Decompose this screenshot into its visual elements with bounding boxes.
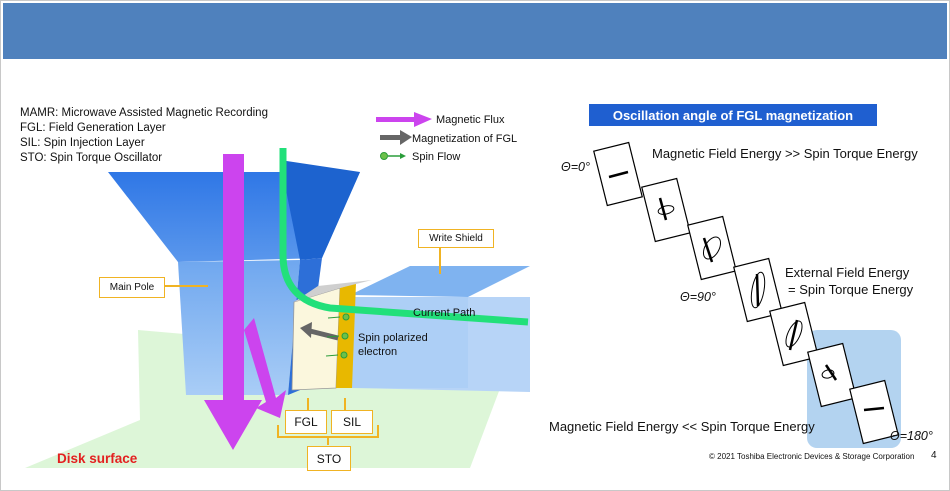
magnetization-arrow-3 <box>755 273 760 307</box>
oscillation-title: Oscillation angle of FGL magnetization <box>589 104 877 126</box>
energy-text-bottom: Magnetic Field Energy << Spin Torque Ene… <box>549 419 815 434</box>
theta-90-label: Θ=90° <box>680 290 716 304</box>
magnetization-arrow-0 <box>608 170 629 179</box>
abbreviation-mamr: MAMR: Microwave Assisted Magnetic Record… <box>20 107 268 119</box>
precession-ellipse-5 <box>821 369 835 379</box>
write-shield-label: Write Shield <box>418 229 494 248</box>
abbreviation-sil: SIL: Spin Injection Layer <box>20 137 145 149</box>
abbreviation-sto: STO: Spin Torque Oscillator <box>20 152 163 164</box>
fgl-label: FGL <box>285 410 327 434</box>
legend-spin-flow: Spin Flow <box>412 151 461 163</box>
electron-label: electron <box>358 346 398 358</box>
slide-header-band <box>3 3 947 59</box>
fgl-magnetization-arrowhead <box>300 322 312 338</box>
disk-surface-label: Disk surface <box>57 451 138 466</box>
fgl-cell-1 <box>641 177 691 243</box>
magnetic-flux-branch <box>244 318 286 418</box>
magnetization-arrow-5 <box>824 364 838 381</box>
magnetization-arrow-6 <box>863 406 885 412</box>
legend-flux-arrowhead <box>414 112 432 127</box>
legend-fgl-arrowhead <box>400 130 412 145</box>
main-pole-side <box>280 160 360 260</box>
sil-label: SIL <box>331 410 373 434</box>
theta-180-label: Θ=180° <box>890 429 933 443</box>
magnetization-arrow-1 <box>658 197 668 221</box>
write-shield-top <box>350 266 530 297</box>
spin-polarized-label: Spin polarized <box>358 332 428 344</box>
write-shield-face <box>350 297 468 388</box>
current-path-label: Current Path <box>413 307 476 319</box>
magnetization-arrow-4 <box>788 319 799 351</box>
legend-spin-icon <box>380 152 406 160</box>
legend-magnetization-fgl: Magnetization of FGL <box>412 133 518 145</box>
legend-fgl-icon <box>380 135 402 140</box>
page-number: 4 <box>931 450 937 461</box>
copyright-text: © 2021 Toshiba Electronic Devices & Stor… <box>709 452 915 461</box>
spin-flow-marks <box>325 313 350 359</box>
fgl-cell-2 <box>687 215 737 281</box>
current-path-line <box>279 148 529 326</box>
label-connectors <box>163 246 441 445</box>
abbreviation-fgl: FGL: Field Generation Layer <box>20 122 166 134</box>
precession-ellipse-2 <box>702 236 722 260</box>
energy-text-mid-1: External Field Energy <box>785 265 910 280</box>
precession-ellipse-4 <box>785 320 803 348</box>
sto-label: STO <box>307 446 351 471</box>
precession-ellipse-3 <box>750 271 766 309</box>
energy-text-mid-2: = Spin Torque Energy <box>788 282 914 297</box>
magnetic-flux-arrow-shaft <box>223 154 244 404</box>
energy-text-top: Magnetic Field Energy >> Spin Torque Ene… <box>652 146 918 161</box>
legend-flux-icon <box>376 117 416 122</box>
theta-0-label: Θ=0° <box>561 160 590 174</box>
legend-magnetic-flux: Magnetic Flux <box>436 114 505 126</box>
fgl-cell-6 <box>849 379 899 445</box>
precession-ellipse-1 <box>657 205 675 215</box>
abbreviation-list: MAMR: Microwave Assisted Magnetic Record… <box>20 106 268 166</box>
magnetic-flux-arrowhead <box>204 400 262 450</box>
main-pole-label: Main Pole <box>99 277 165 298</box>
sto-top <box>294 280 372 302</box>
